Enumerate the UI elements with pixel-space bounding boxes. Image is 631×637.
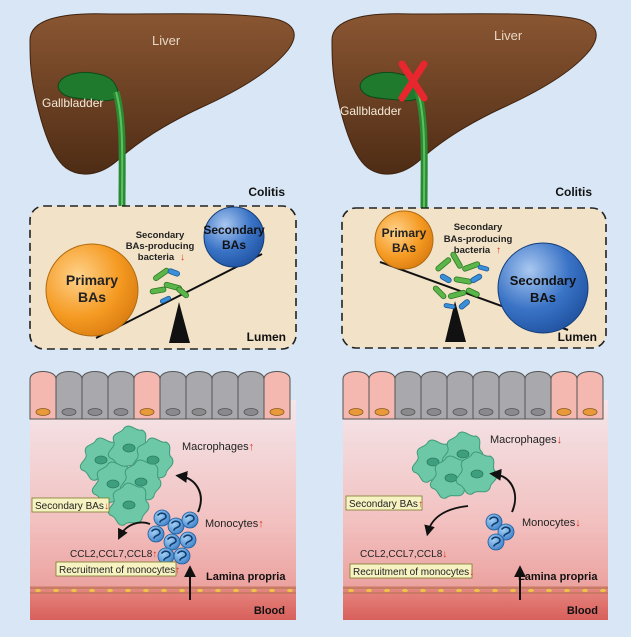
seesaw-fulcrum — [445, 301, 466, 342]
vessel-cell — [402, 588, 408, 593]
recruit-label: Recruitment of monocytes↓ — [353, 567, 474, 578]
secondary-bas-box — [345, 495, 423, 511]
vessel-cell — [564, 588, 570, 593]
endothelium-line — [30, 586, 296, 594]
blood-label: Blood — [567, 605, 598, 617]
arrow-inhibition — [424, 505, 469, 537]
vessel-cell — [71, 588, 77, 593]
vessel-cell — [492, 588, 498, 593]
vessel-cell — [366, 588, 372, 593]
vessel-cell — [348, 588, 354, 593]
vessel-cell — [215, 588, 221, 593]
colitis-label: Colitis — [555, 185, 592, 199]
liver-label: Liver — [152, 33, 181, 48]
arrow-inhibition — [118, 521, 151, 540]
bacteria-label-3: bacteria — [454, 245, 491, 256]
arrow-monocyte-to-macrophage — [489, 468, 517, 513]
vessel-cell — [89, 588, 95, 593]
recruit-box — [55, 561, 177, 577]
epithelium — [342, 371, 604, 420]
vessel-cell — [161, 588, 167, 593]
primary-bas-circle — [374, 210, 434, 270]
vessel-cell — [510, 588, 516, 593]
bacteria-cluster — [432, 251, 490, 310]
arrow-monocyte-to-macrophage — [175, 470, 202, 513]
ccl-label: CCL2,CCL7,CCL8↑ — [70, 549, 157, 560]
vessel-cells — [35, 588, 293, 593]
vessel-cell — [546, 588, 552, 593]
left-panel: Liver Gallbladder Colitis Primary BAs Se… — [29, 13, 297, 620]
secondary-bas-label: Secondary — [203, 223, 265, 237]
vessel-cell — [600, 588, 606, 593]
ccl-label: CCL2,CCL7,CCL8↓ — [360, 549, 447, 560]
blood-label: Blood — [254, 605, 285, 617]
primary-bas-label-2: BAs — [392, 241, 416, 255]
vessel-cell — [143, 588, 149, 593]
gallbladder-label: Gallbladder — [42, 96, 103, 110]
vessel-cell — [287, 588, 293, 593]
bacteria-label: Secondary — [136, 230, 185, 241]
lamina-label: Lamina propria — [206, 571, 286, 583]
recruit-box — [349, 563, 473, 579]
liver — [29, 13, 295, 175]
secondary-bas-label: Secondary — [510, 273, 577, 288]
vessel-cell — [438, 588, 444, 593]
vessel-cell — [197, 588, 203, 593]
secondary-bas-box — [31, 497, 110, 513]
gallbladder-label: Gallbladder — [340, 104, 401, 118]
secondary-bas-circle — [497, 242, 589, 334]
secondary-bas-label-2: BAs — [222, 238, 246, 252]
bacteria-label-3: bacteria — [138, 252, 175, 263]
epithelium — [29, 371, 291, 420]
bacteria-label: Secondary — [454, 222, 503, 233]
vessel-cell — [35, 588, 41, 593]
bacteria-arrow: ↓ — [180, 252, 185, 263]
monocytes-label: Monocytes↓ — [522, 517, 581, 529]
blood-area — [343, 590, 608, 620]
lumen-label: Lumen — [558, 330, 597, 344]
vessel-cell — [233, 588, 239, 593]
blocked-duct-x-icon — [398, 60, 428, 102]
monocytes-label: Monocytes↑ — [205, 518, 264, 530]
bacteria-cluster — [149, 267, 190, 304]
primary-bas-label: Primary — [66, 272, 118, 288]
seesaw-fulcrum — [169, 302, 190, 343]
bacteria-label-2: BAs-producing — [126, 241, 195, 252]
secondary-bas-box-label: Secondary BAs↑ — [349, 499, 423, 510]
primary-bas-label-2: BAs — [78, 289, 106, 305]
vessel-cell — [107, 588, 113, 593]
secondary-bas-label-2: BAs — [530, 290, 556, 305]
vessel-cell — [420, 588, 426, 593]
endothelium-line — [343, 586, 608, 594]
liver — [331, 13, 597, 175]
macrophages-label: Macrophages↓ — [490, 434, 562, 446]
vessel-cell — [269, 588, 275, 593]
secondary-bas-box-label: Secondary BAs↓ — [35, 501, 109, 512]
vessel-cell — [251, 588, 257, 593]
vessel-cell — [179, 588, 185, 593]
vessel-cell — [53, 588, 59, 593]
recruit-label: Recruitment of monocytes↑ — [59, 565, 180, 576]
primary-bas-circle — [45, 243, 139, 337]
vessel-cell — [125, 588, 131, 593]
lumen-label: Lumen — [247, 330, 286, 344]
bacteria-arrow: ↑ — [496, 245, 501, 256]
macrophages-label: Macrophages↑ — [182, 441, 254, 453]
blood-area — [30, 590, 296, 620]
right-panel: Liver Gallbladder Colitis Primary BAs Se… — [331, 13, 608, 620]
colitis-label: Colitis — [248, 185, 285, 199]
vessel-cell — [474, 588, 480, 593]
primary-bas-label: Primary — [382, 226, 427, 240]
vessel-cells — [348, 588, 606, 593]
vessel-cell — [528, 588, 534, 593]
lamina-label: Lamina propria — [518, 571, 598, 583]
bacteria-label-2: BAs-producing — [444, 234, 513, 245]
vessel-cell — [456, 588, 462, 593]
vessel-cell — [384, 588, 390, 593]
liver-label: Liver — [494, 28, 523, 43]
vessel-cell — [582, 588, 588, 593]
secondary-bas-circle — [203, 206, 265, 268]
